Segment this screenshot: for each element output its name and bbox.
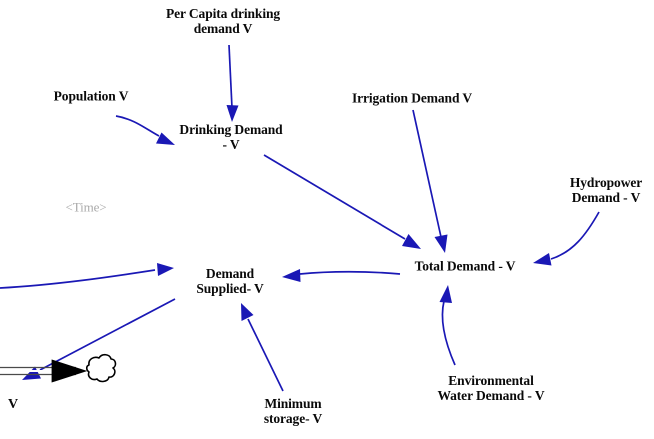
node-hydropower-demand[interactable]: Hydropower Demand - V	[569, 174, 643, 205]
arrowhead	[157, 263, 174, 276]
arrowhead	[156, 132, 175, 145]
node-outflow-valve-label[interactable]: V	[7, 397, 19, 413]
edge-drinking-demand-to-total-demand	[263, 154, 421, 249]
node-total-demand[interactable]: Total Demand - V	[414, 258, 516, 274]
edge-total-demand-to-demand-supplied	[282, 269, 401, 282]
node-time-shadow-variable[interactable]: <Time>	[65, 199, 107, 215]
edge-line	[441, 300, 456, 366]
arrowhead	[241, 303, 254, 321]
edge-line	[247, 318, 284, 392]
edge-demand-supplied-to-outflow-valve	[22, 298, 176, 380]
edge-line	[412, 109, 442, 238]
node-per-capita-drinking-demand[interactable]: Per Capita drinking demand V	[165, 5, 281, 36]
node-demand-supplied[interactable]: Demand Supplied- V	[196, 265, 264, 296]
arrowhead	[226, 105, 239, 122]
edge-population-to-drinking-demand	[115, 115, 175, 145]
edge-environmental-water-demand-to-total-demand	[439, 285, 456, 366]
arrowhead	[439, 285, 452, 303]
edge-per-capita-to-drinking-demand	[226, 44, 239, 122]
edge-line	[0, 269, 156, 289]
edge-line	[39, 298, 176, 371]
edge-hydropower-demand-to-total-demand	[533, 211, 600, 266]
arrowhead	[434, 234, 448, 253]
edge-line	[550, 211, 600, 260]
arrowhead	[282, 269, 301, 282]
edge-line	[263, 154, 406, 240]
node-minimum-storage[interactable]: Minimum storage- V	[263, 395, 323, 426]
valve-triangle	[51, 359, 88, 383]
flow-valve-arrow	[51, 359, 88, 383]
arrowhead	[533, 253, 552, 266]
arrowhead	[22, 366, 41, 380]
edge-line	[228, 44, 233, 109]
node-drinking-demand[interactable]: Drinking Demand - V	[179, 121, 283, 152]
edge-irrigation-demand-to-total-demand	[412, 109, 448, 253]
edge-inflow-to-demand-supplied	[0, 263, 174, 289]
cloud-sink-icon	[85, 353, 117, 383]
node-population[interactable]: Population V	[53, 88, 129, 104]
edge-minimum-storage-to-demand-supplied	[241, 303, 284, 392]
node-environmental-water-demand[interactable]: Environmental Water Demand - V	[437, 372, 545, 403]
edge-line	[299, 270, 401, 275]
cloud-outline	[85, 353, 117, 383]
node-irrigation-demand[interactable]: Irrigation Demand V	[351, 90, 473, 106]
edge-line	[115, 115, 160, 137]
arrowhead	[402, 234, 421, 249]
